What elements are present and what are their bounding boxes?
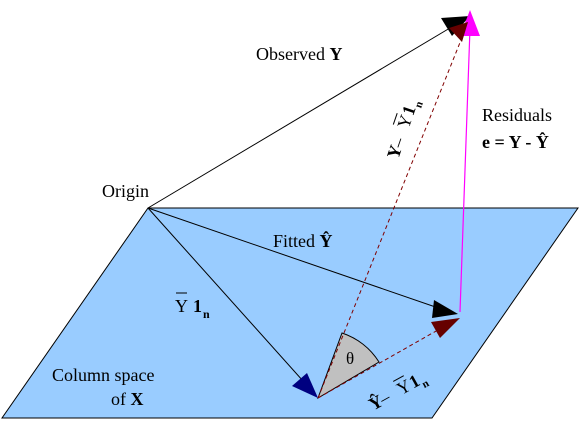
fitted-y-arrowhead [432,300,458,318]
column-space-label: Column space [52,365,154,385]
ybar-arrowhead [292,373,318,398]
svg-text:Y: Y [175,296,188,316]
svg-text:1: 1 [193,296,202,316]
fitted-y-label: Fitted Ŷ [273,230,333,251]
fitted-y-vector [147,207,451,313]
ybar-label: Y 1 n [175,292,210,321]
svg-text:Y: Y [393,112,416,131]
residuals-label: Residuals [482,105,552,125]
svg-text:n: n [420,377,431,390]
y-minus-ybar-dashed [317,29,466,399]
y-minus-ybar-arrowhead [449,22,468,42]
ybar-vector [147,207,313,392]
svg-text:n: n [203,307,210,321]
yhat-minus-ybar-arrowhead [431,318,460,338]
theta-label: θ [346,349,354,368]
column-space-of-x-label: of X [111,389,144,409]
svg-text:n: n [412,100,425,110]
column-space-plane [1,207,579,419]
y-minus-ybar-label: Y – Y 1 n [383,100,426,161]
observed-y-vector [147,21,461,209]
observed-y-label: Observed Y [256,44,342,64]
residual-vector [459,27,471,313]
origin-label: Origin [102,181,149,201]
svg-text:Y: Y [383,142,406,161]
residual-formula: e = Y - Ŷ [482,131,549,152]
yhat-minus-ybar-dashed [317,321,453,399]
angle-wedge [317,332,380,400]
